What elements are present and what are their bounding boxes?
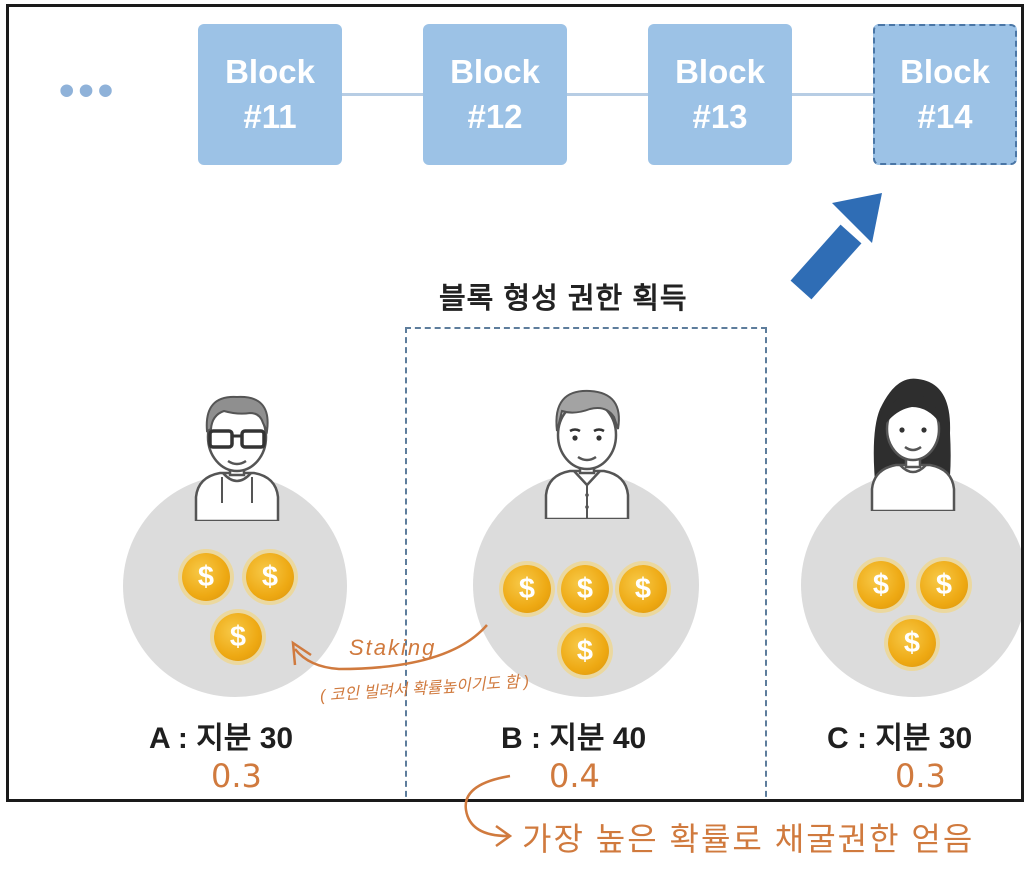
block-13: Block #13	[648, 24, 792, 165]
validator-b-stake: B : 지분 40	[501, 722, 647, 755]
validator-c-stake: C : 지분 30	[827, 722, 973, 755]
block-11: Block #11	[198, 24, 342, 165]
validator-a-stake: A : 지분 30	[149, 722, 294, 755]
coin-icon: $	[561, 627, 609, 675]
diagram-frame: ••• Block #11 Block #12 Block #13 Block …	[6, 4, 1024, 802]
validator-a-probability: 0.3	[211, 757, 262, 795]
selected-validator-box	[405, 327, 767, 799]
block-14-new: Block #14	[873, 24, 1017, 165]
arrow-up-right-icon	[790, 193, 882, 300]
coin-icon: $	[246, 553, 294, 601]
coin-icon: $	[619, 565, 667, 613]
block-12: Block #12	[423, 24, 567, 165]
block-12-number: #12	[467, 97, 523, 135]
coin-icon: $	[561, 565, 609, 613]
block-13-label: Block	[675, 52, 765, 90]
block-11-label: Block	[225, 52, 315, 90]
coin-icon: $	[857, 561, 905, 609]
coin-icon: $	[214, 613, 262, 661]
validator-b-probability: 0.4	[549, 757, 600, 795]
validator-c-avatar-icon	[870, 378, 956, 511]
block-13-number: #13	[692, 97, 748, 135]
validator-b-avatar-icon	[544, 389, 630, 519]
block-14-label: Block	[900, 52, 990, 90]
block-12-label: Block	[450, 52, 540, 90]
coin-icon: $	[920, 561, 968, 609]
chain-link-line	[339, 93, 899, 96]
staking-note: Staking	[349, 635, 437, 660]
coin-icon: $	[503, 565, 551, 613]
validator-c-probability: 0.3	[895, 757, 946, 795]
coin-icon: $	[888, 619, 936, 667]
validator-a-avatar-icon	[194, 395, 280, 521]
block-14-number: #14	[917, 97, 973, 135]
diagram-title: 블록 형성 권한 획득	[439, 283, 688, 315]
result-note: 가장 높은 확률로 채굴권한 얻음	[522, 821, 975, 857]
staking-arrow-icon	[291, 624, 488, 671]
chain-ellipsis: •••	[59, 66, 118, 115]
block-11-number: #11	[243, 97, 297, 135]
coin-icon: $	[182, 553, 230, 601]
